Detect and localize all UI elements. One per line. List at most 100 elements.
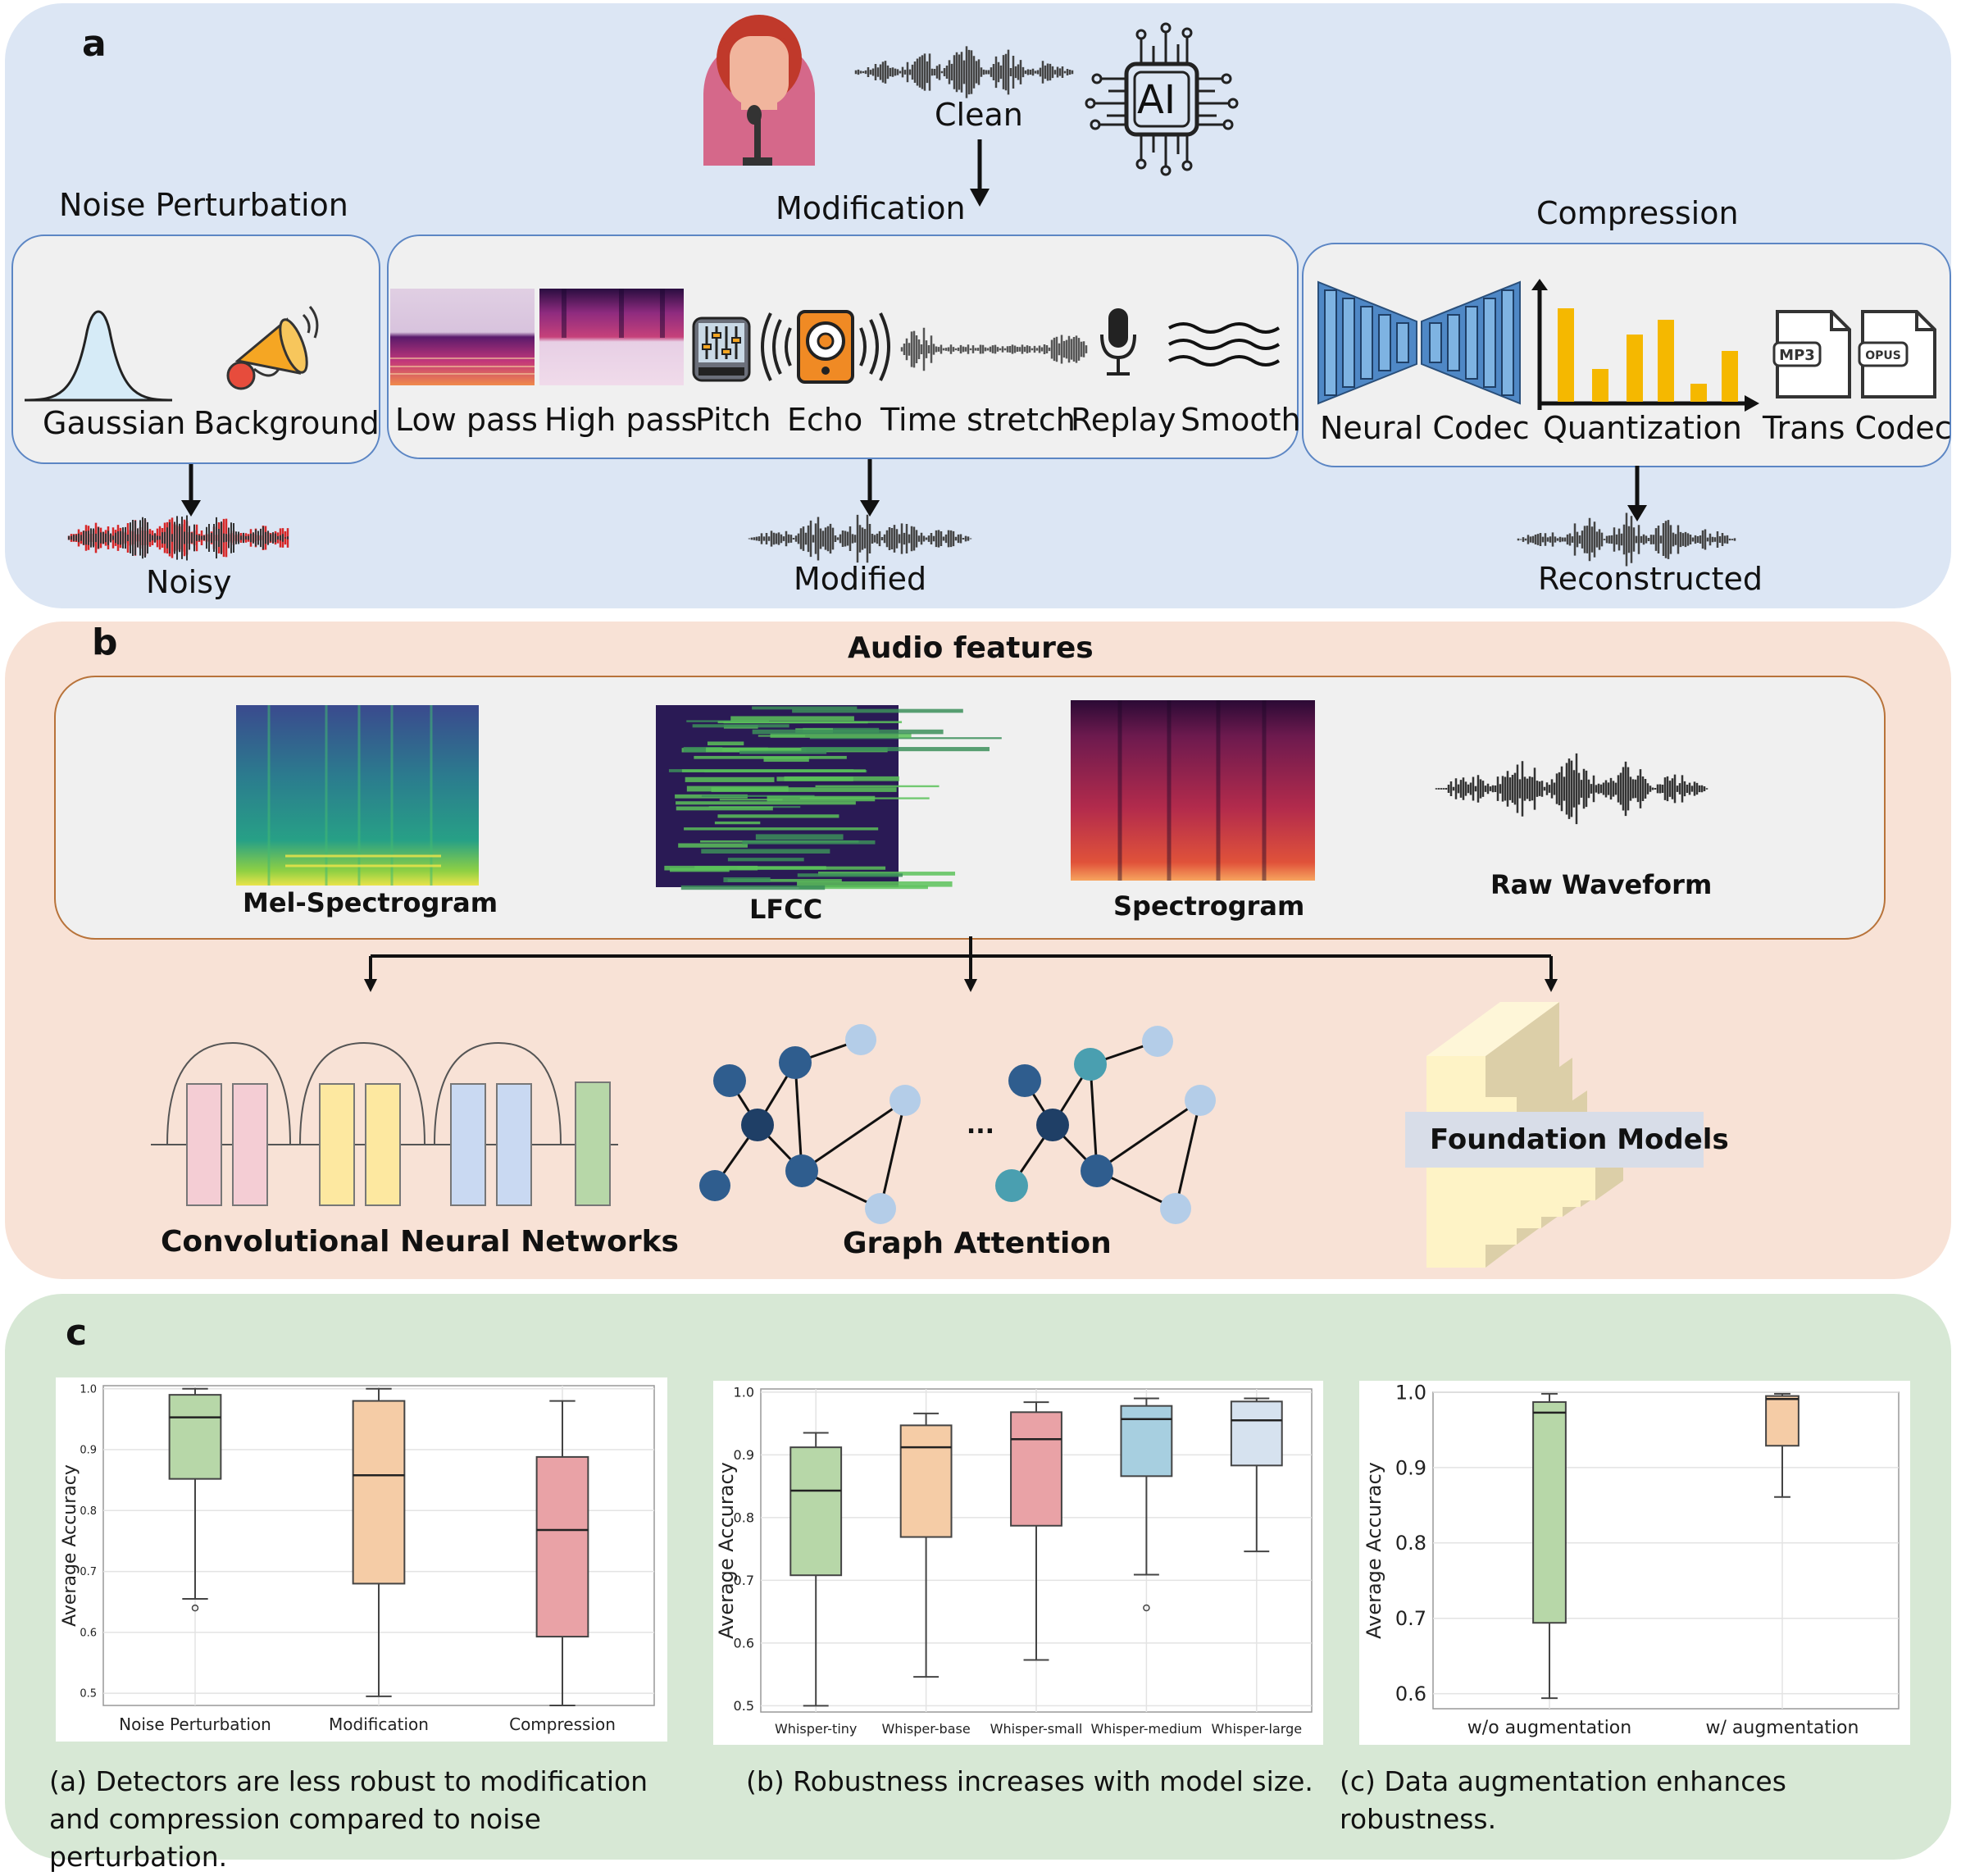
x-tick-label: w/ augmentation <box>1706 1718 1859 1738</box>
arrow-to-reconstructed <box>1627 466 1647 521</box>
compression-title: Compression <box>1536 195 1739 231</box>
y-tick-label: 0.5 <box>80 1688 97 1701</box>
neural-codec-label: Neural Codec <box>1320 410 1530 446</box>
box-whisper-tiny <box>789 1446 843 1577</box>
graph-attention-diagram: ... <box>699 1024 1216 1224</box>
spectrogram-label: Spectrogram <box>1113 890 1305 922</box>
lfcc-image <box>656 705 1002 890</box>
lfcc-label: LFCC <box>749 894 823 925</box>
megaphone-icon <box>226 306 319 390</box>
panel-a-letter: a <box>82 23 107 65</box>
echo-label: Echo <box>787 402 863 438</box>
modified-label: Modified <box>794 561 927 597</box>
clean-waveform <box>854 46 1074 98</box>
x-tick-label: Whisper-medium <box>1090 1721 1202 1737</box>
y-tick-label: 0.6 <box>734 1635 754 1651</box>
outlier-point <box>1143 1604 1150 1612</box>
smooth-waves-icon <box>1168 322 1281 367</box>
pitch-mixer-icon <box>692 316 751 382</box>
box-whisper-base <box>899 1424 953 1538</box>
box-w-augmentation <box>1765 1395 1799 1447</box>
arrow-clean-to-modification <box>970 139 990 207</box>
speaker-person-icon <box>703 15 815 166</box>
box-whisper-medium <box>1120 1405 1173 1478</box>
y-tick-label: 0.5 <box>734 1698 754 1714</box>
y-tick-label: 0.6 <box>80 1627 97 1639</box>
neural-codec-icon <box>1317 280 1521 405</box>
mp3-badge: MP3 <box>1779 347 1815 364</box>
raw-waveform-label: Raw Waveform <box>1490 869 1713 900</box>
clean-label: Clean <box>935 97 1023 133</box>
quantization-bar-icon <box>1531 279 1759 412</box>
caption-a: (a) Detectors are less robust to modific… <box>49 1765 648 1873</box>
box-compression <box>535 1455 589 1638</box>
x-tick-label: Whisper-base <box>881 1721 970 1737</box>
y-tick-label: 1.0 <box>1395 1381 1426 1404</box>
modified-waveform <box>748 514 972 563</box>
graph-ellipsis: ... <box>967 1111 994 1140</box>
reconstructed-label: Reconstructed <box>1538 561 1763 597</box>
y-tick-label: 1.0 <box>80 1383 97 1396</box>
y-axis-label: Average Accuracy <box>715 1462 738 1639</box>
x-tick-label: Whisper-small <box>990 1721 1083 1737</box>
modification-title: Modification <box>776 190 966 226</box>
raw-waveform-image <box>1435 753 1708 825</box>
box-w-o-augmentation <box>1532 1400 1567 1624</box>
time-stretch-waveform <box>900 327 1088 371</box>
high-pass-label: High pass <box>544 402 698 438</box>
cnn-label: Convolutional Neural Networks <box>161 1225 679 1259</box>
gaussian-label: Gaussian <box>43 405 186 441</box>
foundation-models-label: Foundation Models <box>1430 1123 1729 1156</box>
y-tick-label: 0.8 <box>80 1505 97 1518</box>
caption-b: (b) Robustness increases with model size… <box>746 1765 1313 1797</box>
mp3-opus-file-icon: MP3 OPUS <box>1772 310 1936 398</box>
y-tick-label: 0.8 <box>1395 1532 1426 1555</box>
x-tick-label: Modification <box>329 1714 429 1734</box>
y-tick-label: 0.8 <box>734 1509 754 1525</box>
y-tick-label: 1.0 <box>734 1384 754 1400</box>
x-tick-label: w/o augmentation <box>1467 1718 1631 1738</box>
panel-c-letter: c <box>66 1312 88 1354</box>
trans-codec-label: Trans Codec <box>1763 410 1952 446</box>
spectrogram-image <box>1071 700 1315 881</box>
panel-b-letter: b <box>92 622 118 663</box>
replay-microphone-icon <box>1100 308 1136 376</box>
pitch-label: Pitch <box>695 402 771 438</box>
noisy-waveform <box>67 515 289 561</box>
box-whisper-large <box>1230 1400 1283 1467</box>
arrow-to-modified <box>860 459 880 517</box>
y-tick-label: 0.9 <box>734 1447 754 1463</box>
ai-label: AI <box>1137 77 1176 123</box>
y-tick-label: 0.7 <box>734 1573 754 1588</box>
x-tick-label: Whisper-tiny <box>775 1721 857 1737</box>
box-whisper-small <box>1010 1411 1062 1527</box>
y-tick-label: 0.6 <box>1395 1682 1426 1705</box>
mel-spectrogram-label: Mel-Spectrogram <box>243 887 498 918</box>
y-axis-label: Average Accuracy <box>1363 1462 1385 1639</box>
quantization-label: Quantization <box>1543 410 1742 446</box>
noise-perturbation-title: Noise Perturbation <box>59 187 348 223</box>
y-tick-label: 0.9 <box>80 1445 97 1457</box>
caption-c: (c) Data augmentation enhances robustnes… <box>1340 1765 1786 1835</box>
low-pass-spectrogram <box>390 289 535 385</box>
time-stretch-label: Time stretch <box>880 402 1076 438</box>
ai-chip-icon <box>1085 22 1239 176</box>
outlier-point <box>191 1604 199 1612</box>
y-tick-label: 0.9 <box>1395 1456 1426 1479</box>
reconstructed-waveform <box>1517 512 1736 567</box>
x-tick-label: Noise Perturbation <box>119 1714 271 1734</box>
graph-attention-label: Graph Attention <box>843 1227 1112 1260</box>
cnn-diagram <box>151 1041 618 1206</box>
y-tick-label: 0.7 <box>80 1566 97 1578</box>
x-tick-label: Compression <box>509 1714 616 1734</box>
low-pass-label: Low pass <box>395 402 538 438</box>
box-modification <box>352 1400 406 1585</box>
background-label: Background <box>193 405 380 441</box>
smooth-label: Smooth <box>1181 402 1301 438</box>
